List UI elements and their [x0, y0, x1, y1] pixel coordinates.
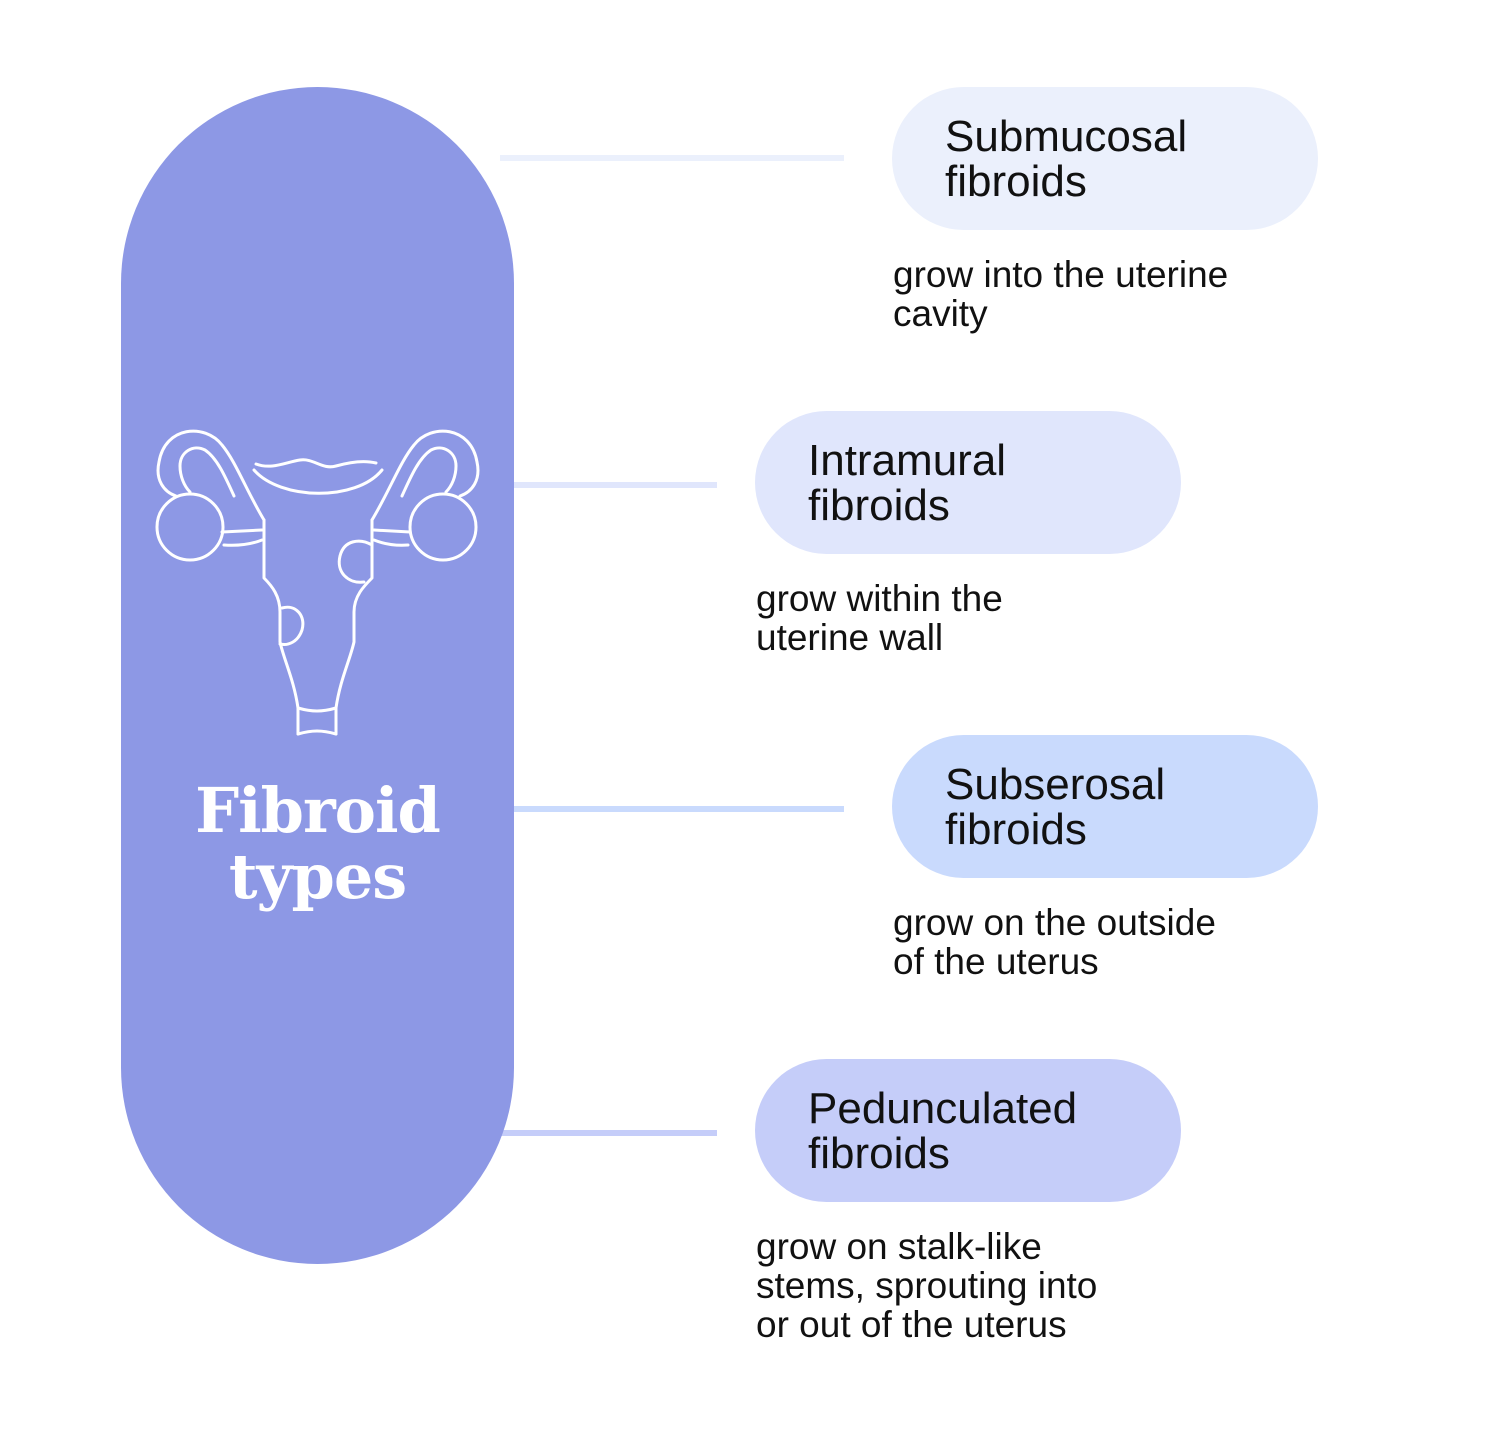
connector-line-pedunculated: [500, 1130, 717, 1136]
type-name-intramural: Intramural fibroids: [808, 435, 1007, 530]
connector-line-submucosal: [500, 155, 844, 161]
type-pill-intramural: Intramural fibroids: [755, 411, 1181, 554]
main-title: Fibroid types: [121, 778, 514, 910]
type-name-pedunculated: Pedunculated fibroids: [808, 1083, 1078, 1178]
type-name-subserosal: Subserosal fibroids: [945, 759, 1166, 854]
main-title-text: Fibroid types: [195, 774, 441, 913]
type-desc-submucosal: grow into the uterine cavity: [893, 254, 1229, 334]
connector-line-subserosal: [500, 806, 844, 812]
type-desc-pedunculated: grow on stalk-like stems, sprouting into…: [756, 1226, 1098, 1345]
type-pill-pedunculated: Pedunculated fibroids: [755, 1059, 1181, 1202]
type-pill-subserosal: Subserosal fibroids: [892, 735, 1318, 878]
type-desc-subserosal: grow on the outside of the uterus: [893, 902, 1216, 982]
type-desc-intramural: grow within the uterine wall: [756, 578, 1003, 658]
type-name-submucosal: Submucosal fibroids: [945, 111, 1188, 206]
connector-line-intramural: [500, 482, 717, 488]
type-pill-submucosal: Submucosal fibroids: [892, 87, 1318, 230]
uterus-icon: [155, 429, 480, 736]
fibroid-types-pill: [121, 87, 514, 1264]
